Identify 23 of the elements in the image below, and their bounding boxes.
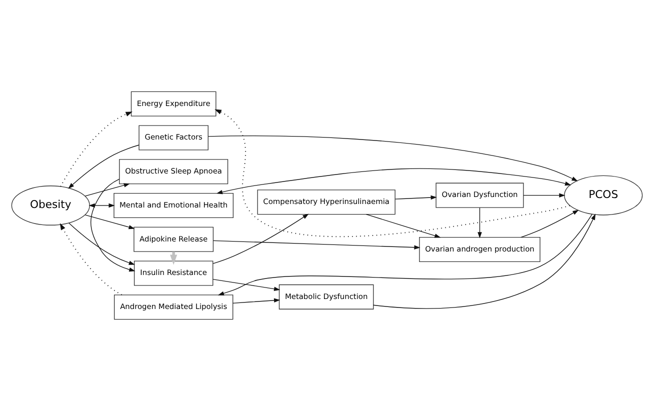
arrow bbox=[394, 195, 437, 200]
arrow bbox=[68, 222, 135, 265]
arrow bbox=[520, 210, 579, 238]
arrow bbox=[218, 214, 592, 296]
arrow bbox=[216, 168, 572, 194]
arrow bbox=[232, 298, 280, 304]
arrow bbox=[212, 214, 309, 264]
arrow bbox=[212, 278, 280, 291]
arrow bbox=[214, 109, 570, 238]
arrow bbox=[68, 144, 140, 189]
arrow bbox=[213, 240, 420, 250]
arrow bbox=[84, 183, 130, 196]
arrow bbox=[373, 214, 596, 309]
arrow bbox=[88, 203, 115, 208]
arrow bbox=[90, 178, 136, 272]
node-ellipse: Obesity bbox=[11, 186, 90, 226]
arrow bbox=[60, 112, 133, 187]
arrow bbox=[523, 193, 566, 198]
arrow bbox=[478, 207, 482, 238]
arrow bbox=[84, 214, 135, 230]
arrow bbox=[208, 136, 578, 182]
arrow bbox=[366, 214, 441, 238]
arrow bbox=[60, 223, 122, 296]
